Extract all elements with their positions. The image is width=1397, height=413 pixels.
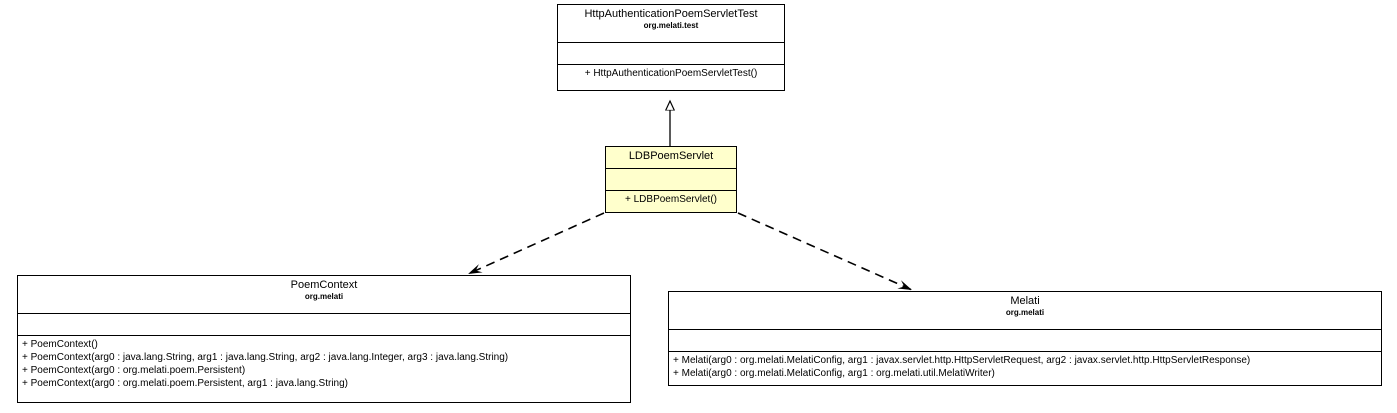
class-attributes-compartment <box>669 330 1381 352</box>
class-name: HttpAuthenticationPoemServletTest <box>584 8 758 20</box>
class-package: org.melati.test <box>643 21 699 30</box>
class-header: HttpAuthenticationPoemServletTest org.me… <box>558 5 784 43</box>
operation-row: + Melati(arg0 : org.melati.MelatiConfig,… <box>673 368 995 379</box>
dependency-ldb-to-poemcontext <box>467 212 605 275</box>
class-box-melati[interactable]: Melati org.melati + Melati(arg0 : org.me… <box>668 291 1382 386</box>
class-header: Melati org.melati <box>669 292 1381 330</box>
class-operations-compartment: + PoemContext() + PoemContext(arg0 : jav… <box>18 336 630 392</box>
operation-row: + PoemContext(arg0 : org.melati.poem.Per… <box>22 365 246 376</box>
class-attributes-compartment <box>606 169 736 191</box>
class-package: org.melati <box>304 292 344 301</box>
operation-row: + PoemContext() <box>22 339 98 350</box>
class-package: org.melati <box>1005 308 1045 317</box>
class-name: LDBPoemServlet <box>628 150 714 162</box>
operation-row: + HttpAuthenticationPoemServletTest() <box>584 68 758 79</box>
class-name: PoemContext <box>290 279 358 291</box>
operation-row: + PoemContext(arg0 : java.lang.String, a… <box>22 352 509 363</box>
class-name: Melati <box>1010 295 1040 307</box>
class-operations-compartment: + LDBPoemServlet() <box>606 191 736 208</box>
operation-row: + Melati(arg0 : org.melati.MelatiConfig,… <box>673 355 1251 366</box>
class-box-poem-context[interactable]: PoemContext org.melati + PoemContext() +… <box>17 275 631 403</box>
class-attributes-compartment <box>558 43 784 65</box>
dependency-ldb-to-melati <box>737 212 913 291</box>
class-box-http-authentication-poem-servlet-test[interactable]: HttpAuthenticationPoemServletTest org.me… <box>557 4 785 91</box>
class-operations-compartment: + Melati(arg0 : org.melati.MelatiConfig,… <box>669 352 1381 382</box>
class-header: LDBPoemServlet <box>606 147 736 169</box>
class-header: PoemContext org.melati <box>18 276 630 314</box>
operation-row: + PoemContext(arg0 : org.melati.poem.Per… <box>22 378 348 389</box>
operation-row: + LDBPoemServlet() <box>625 194 717 205</box>
class-box-ldb-poem-servlet[interactable]: LDBPoemServlet + LDBPoemServlet() <box>605 146 737 213</box>
class-operations-compartment: + HttpAuthenticationPoemServletTest() <box>558 65 784 82</box>
class-attributes-compartment <box>18 314 630 336</box>
